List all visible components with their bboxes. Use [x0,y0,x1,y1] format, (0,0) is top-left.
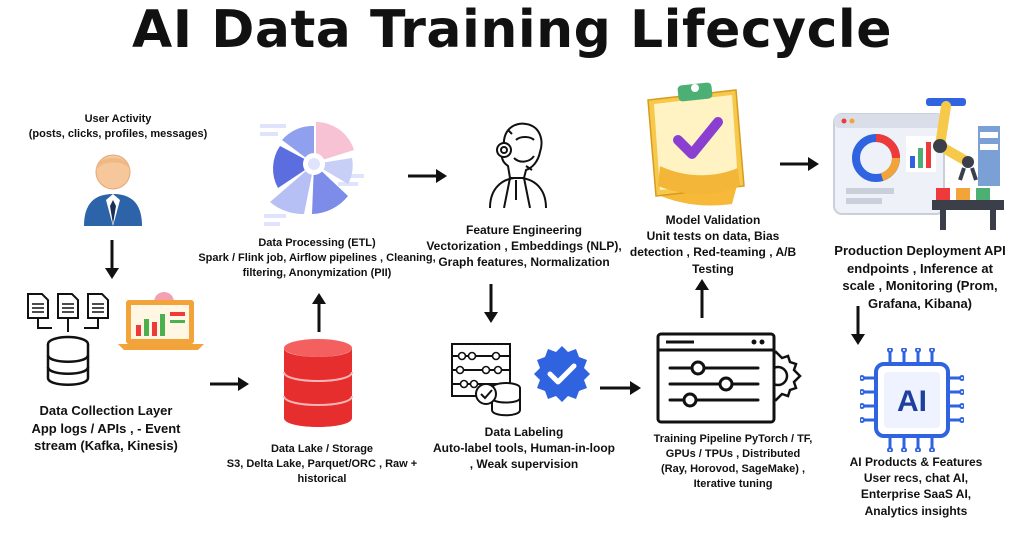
training-pipeline-line1: Training Pipeline PyTorch / TF, [653,433,813,445]
data-collection-line1: Data Collection Layer [39,403,173,418]
feature-engineering-line2: Vectorization , Embeddings (NLP), [426,239,622,254]
documents-database-icon [27,293,109,386]
pipeline-settings-icon [656,332,802,424]
arrow-labeling-to-training [600,381,641,395]
data-lake-label: Data Lake / Storage S3, Delta Lake, Parq… [212,442,432,487]
data-labeling-label: Data Labeling Auto-label tools, Human-in… [414,424,634,473]
feature-engineering-label: Feature Engineering Vectorization , Embe… [412,222,636,271]
data-collection-label: Data Collection Layer App logs / APIs , … [6,402,206,455]
arrow-features-to-labeling [484,284,498,323]
production-deployment-line2: endpoints , Inference at [847,260,993,276]
production-deployment-label: Production Deployment API endpoints , In… [822,242,1018,312]
ai-products-line2: User recs, chat AI, [863,471,969,486]
production-deployment-line1: Production Deployment API [834,243,1006,258]
ai-chip-text: AI [897,385,927,418]
user-avatar-icon [84,154,142,226]
training-pipeline-line3: (Ray, Horovod, SageMake) , [660,462,806,475]
model-validation-line3: detection , Red-teaming , A/B [629,245,797,260]
arrow-training-to-validation [695,279,709,318]
ai-products-line4: Analytics insights [864,503,968,518]
data-processing-line1: Data Processing (ETL) [258,237,376,249]
data-collection-line3: stream (Kafka, Kinesis) [34,438,178,454]
radial-chart-icon [260,122,364,226]
model-validation-line1: Model Validation [665,213,761,227]
user-activity-label: User Activity (posts, clicks, profiles, … [18,112,218,142]
data-collection-line2: App logs / APIs , - Event [31,420,181,436]
ai-products-line1: AI Products & Features [849,455,983,469]
model-validation-line4: Testing [692,261,734,276]
arrow-collection-to-lake [210,377,249,391]
model-validation-line2: Unit tests on data, Bias [646,229,780,244]
training-pipeline-line4: Iterative tuning [693,477,773,490]
user-activity-title: User Activity [84,113,152,125]
page-title: AI Data Training Lifecycle [132,0,892,60]
red-database-icon [283,339,353,427]
data-lake-line1: Data Lake / Storage [270,443,374,455]
robot-head-icon [489,122,547,208]
ai-chip-icon: AI [860,348,964,452]
data-processing-line3: filtering, Anonymization (PII) [242,266,392,279]
data-lake-line2: S3, Delta Lake, Parquet/ORC , Raw + [226,457,418,470]
user-activity-detail: (posts, clicks, profiles, messages) [28,127,208,140]
production-dashboard-icon [833,98,1004,230]
model-validation-label: Model Validation Unit tests on data, Bia… [628,212,798,277]
training-pipeline-label: Training Pipeline PyTorch / TF, GPUs / T… [628,432,838,491]
verified-badge-icon [534,346,590,402]
production-deployment-line4: Grafana, Kibana) [867,295,973,311]
arrow-validation-to-deployment [780,157,819,171]
clipboard-check-icon [647,82,745,206]
feature-engineering-line1: Feature Engineering [465,223,583,237]
arrow-user-to-collection [105,240,119,279]
data-processing-label: Data Processing (ETL) Spark / Flink job,… [192,236,442,281]
data-labeling-line1: Data Labeling [484,425,564,439]
data-labeling-line2: Auto-label tools, Human-in-loop [433,441,615,456]
ai-products-label: AI Products & Features User recs, chat A… [830,454,1002,519]
arrow-deployment-to-products [851,306,865,345]
data-processing-line2: Spark / Flink job, Airflow pipelines , C… [198,251,436,264]
data-lake-line3: historical [297,472,347,485]
production-deployment-line3: scale , Monitoring (Prom, [842,278,998,294]
feature-engineering-line3: Graph features, Normalization [438,255,610,270]
data-labeling-line3: , Weak supervision [469,457,579,472]
laptop-dashboard-icon [118,292,204,350]
arrow-lake-to-processing [312,293,326,332]
training-pipeline-line2: GPUs / TPUs , Distributed [665,447,801,460]
ai-products-line3: Enterprise SaaS AI, [860,487,972,502]
arrow-processing-to-features [408,169,447,183]
abacus-database-icon [451,343,521,417]
